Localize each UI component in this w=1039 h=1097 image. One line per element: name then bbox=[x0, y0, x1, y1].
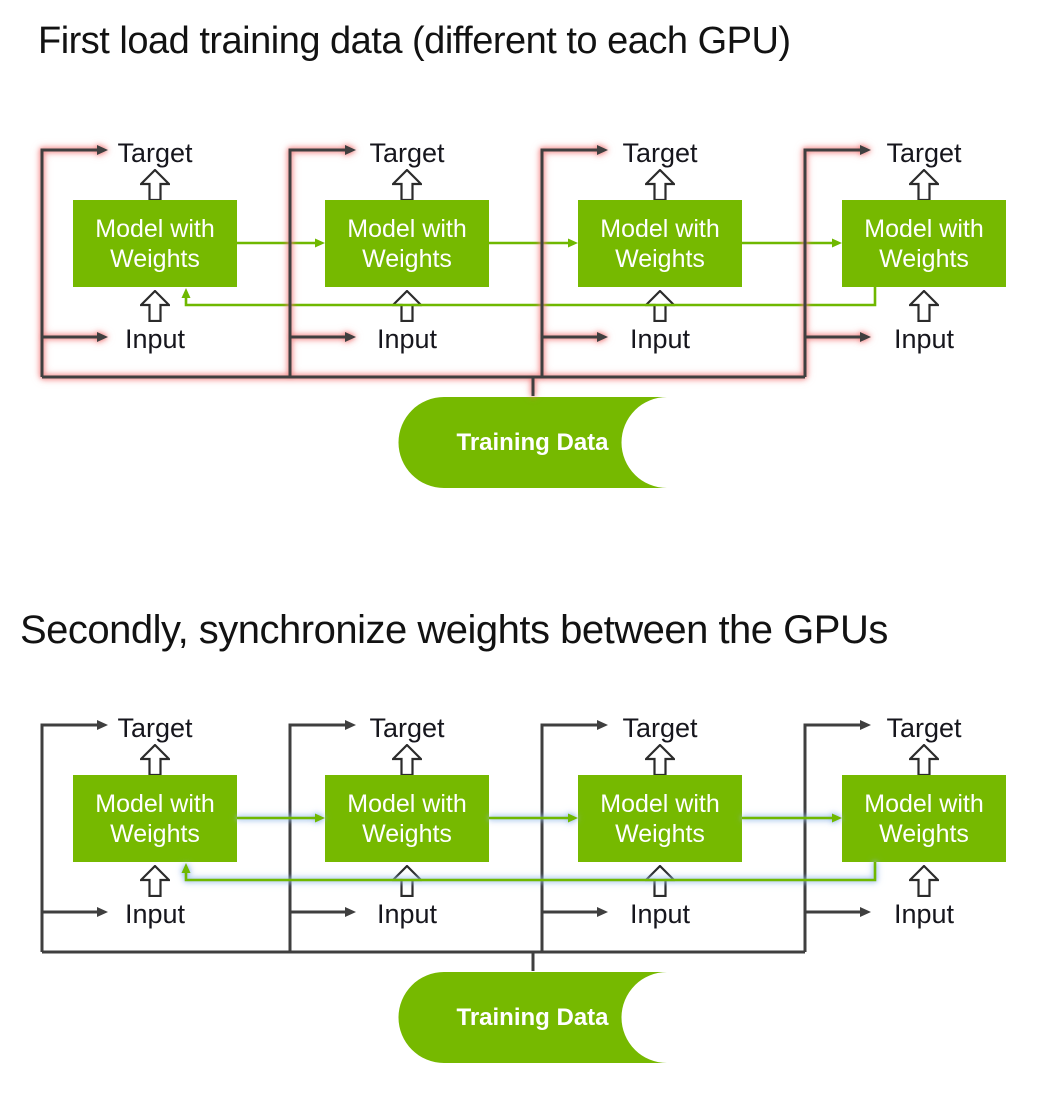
up-arrow-icon bbox=[909, 169, 939, 201]
training-data-store: Training Data bbox=[398, 397, 668, 489]
model-label-line2: Weights bbox=[615, 819, 705, 848]
up-arrow-icon bbox=[645, 169, 675, 201]
model-label-line1: Model with bbox=[95, 789, 215, 818]
weight-flow-wires-section1 bbox=[181, 238, 877, 307]
up-arrow-icon bbox=[140, 290, 170, 322]
model-box: Model with Weights bbox=[578, 200, 742, 287]
input-label: Input bbox=[124, 324, 186, 354]
model-label-line1: Model with bbox=[864, 789, 984, 818]
model-box: Model with Weights bbox=[325, 775, 489, 862]
gpu-unit-1: Target Model with Weights Input bbox=[73, 713, 237, 929]
section-1-title: First load training data (different to e… bbox=[38, 20, 791, 62]
up-arrow-icon bbox=[140, 865, 170, 897]
model-label-line2: Weights bbox=[879, 819, 969, 848]
model-label-line1: Model with bbox=[600, 214, 720, 243]
up-arrow-icon bbox=[392, 744, 422, 776]
input-label: Input bbox=[629, 324, 691, 354]
model-box: Model with Weights bbox=[578, 775, 742, 862]
gpu-unit-3: Target Model with Weights Input bbox=[578, 713, 742, 929]
model-label-line2: Weights bbox=[110, 819, 200, 848]
up-arrow-icon bbox=[392, 865, 422, 897]
target-label: Target bbox=[622, 138, 698, 168]
target-label: Target bbox=[622, 713, 698, 743]
model-box: Model with Weights bbox=[842, 775, 1006, 862]
up-arrow-icon bbox=[645, 290, 675, 322]
model-box: Model with Weights bbox=[73, 775, 237, 862]
target-label: Target bbox=[369, 138, 445, 168]
up-arrow-icon bbox=[392, 169, 422, 201]
up-arrow-icon bbox=[909, 744, 939, 776]
input-label: Input bbox=[629, 899, 691, 929]
gpu-unit-4: Target Model with Weights Input bbox=[842, 713, 1006, 929]
model-label-line1: Model with bbox=[95, 214, 215, 243]
model-label-line2: Weights bbox=[615, 244, 705, 273]
target-label: Target bbox=[117, 138, 193, 168]
target-label: Target bbox=[886, 713, 962, 743]
stored-data-shape bbox=[398, 972, 667, 1063]
input-label: Input bbox=[893, 324, 955, 354]
training-data-label: Training Data bbox=[456, 1004, 609, 1031]
gpu-unit-1: Target Model with Weights Input bbox=[73, 138, 237, 354]
stored-data-shape bbox=[398, 397, 667, 488]
gpu-unit-3: Target Model with Weights Input bbox=[578, 138, 742, 354]
gpu-unit-4: Target Model with Weights Input bbox=[842, 138, 1006, 354]
target-label: Target bbox=[117, 713, 193, 743]
model-label-line1: Model with bbox=[600, 789, 720, 818]
up-arrow-icon bbox=[909, 290, 939, 322]
section-2-title: Secondly, synchronize weights between th… bbox=[20, 608, 888, 652]
input-label: Input bbox=[376, 324, 438, 354]
input-label: Input bbox=[376, 899, 438, 929]
model-label-line2: Weights bbox=[879, 244, 969, 273]
model-label-line2: Weights bbox=[362, 819, 452, 848]
training-data-store: Training Data bbox=[398, 972, 668, 1064]
up-arrow-icon bbox=[140, 169, 170, 201]
model-box: Model with Weights bbox=[325, 200, 489, 287]
input-label: Input bbox=[124, 899, 186, 929]
model-box: Model with Weights bbox=[73, 200, 237, 287]
up-arrow-icon bbox=[909, 865, 939, 897]
model-label-line2: Weights bbox=[362, 244, 452, 273]
up-arrow-icon bbox=[392, 290, 422, 322]
training-data-label: Training Data bbox=[456, 429, 609, 456]
model-box: Model with Weights bbox=[842, 200, 1006, 287]
gpu-unit-2: Target Model with Weights Input bbox=[325, 138, 489, 354]
target-label: Target bbox=[369, 713, 445, 743]
input-label: Input bbox=[893, 899, 955, 929]
model-label-line1: Model with bbox=[347, 789, 467, 818]
up-arrow-icon bbox=[645, 865, 675, 897]
up-arrow-icon bbox=[645, 744, 675, 776]
up-arrow-icon bbox=[140, 744, 170, 776]
gpu-unit-2: Target Model with Weights Input bbox=[325, 713, 489, 929]
weight-sync-wires-highlighted bbox=[181, 813, 877, 882]
target-label: Target bbox=[886, 138, 962, 168]
model-label-line1: Model with bbox=[864, 214, 984, 243]
model-label-line1: Model with bbox=[347, 214, 467, 243]
model-label-line2: Weights bbox=[110, 244, 200, 273]
